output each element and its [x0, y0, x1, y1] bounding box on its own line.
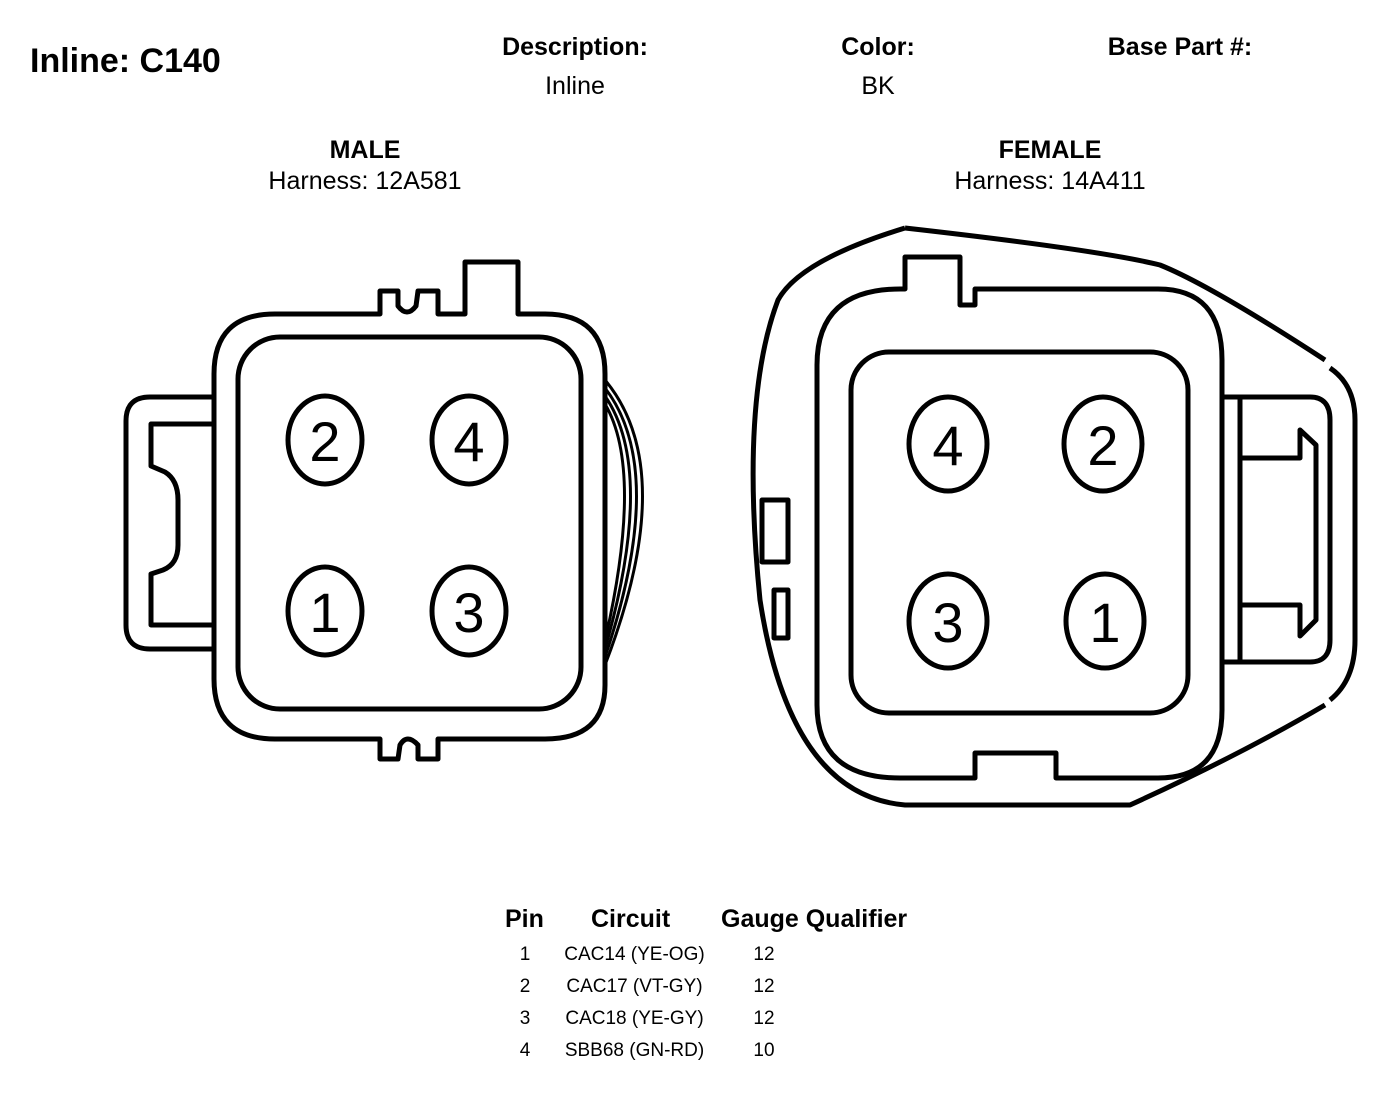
female-pin-1-label: 1: [1089, 591, 1120, 654]
color-value: BK: [861, 72, 895, 100]
table-header-circuit: Circuit: [591, 905, 671, 933]
table-cell-gauge: 12: [753, 944, 775, 965]
table-cell-gauge: 12: [753, 1008, 775, 1029]
male-pin-1: [285, 564, 365, 658]
female-pin-4-label: 4: [932, 414, 963, 477]
base-part-label: Base Part #:: [1107, 33, 1253, 61]
male-harness: Harness: 12A581: [268, 167, 462, 195]
table-cell-pin: 4: [519, 1040, 531, 1061]
male-pin-3: [429, 564, 509, 658]
description-label: Description:: [502, 33, 648, 61]
male-pin-2-label: 2: [309, 410, 340, 473]
male-pin-4-label: 4: [453, 410, 484, 473]
female-pin-4: [906, 394, 990, 494]
female-pin-1: [1063, 571, 1147, 671]
male-label: MALE: [329, 136, 401, 164]
table-cell-pin: 3: [519, 1008, 531, 1029]
table-cell-circuit: CAC18 (YE-GY): [565, 1008, 704, 1029]
table-cell-pin: 2: [519, 976, 531, 997]
female-pin-3: [906, 571, 990, 671]
table-header-gauge-qualifier: Gauge Qualifier: [721, 905, 908, 933]
female-pin-2: [1061, 394, 1145, 494]
pin-table: 1 CAC14 (YE-OG) 12 2 CAC17 (VT-GY) 12 3 …: [500, 944, 800, 1072]
table-row: 3 CAC18 (YE-GY) 12: [500, 1008, 800, 1040]
table-cell-circuit: CAC14 (YE-OG): [564, 944, 705, 965]
table-cell-circuit: SBB68 (GN-RD): [564, 1040, 705, 1061]
connector-title: Inline: C140: [30, 42, 221, 80]
female-connector-body: [750, 225, 1358, 808]
male-pin-3-label: 3: [453, 581, 484, 644]
male-pin-2: [285, 393, 365, 487]
table-row: 2 CAC17 (VT-GY) 12: [500, 976, 800, 1008]
table-cell-circuit: CAC17 (VT-GY): [566, 976, 703, 997]
table-cell-gauge: 12: [753, 976, 775, 997]
female-label: FEMALE: [998, 136, 1102, 164]
table-cell-pin: 1: [519, 944, 531, 965]
male-pin-4: [429, 393, 509, 487]
female-harness: Harness: 14A411: [954, 167, 1146, 195]
female-pin-2-label: 2: [1087, 414, 1118, 477]
male-connector-body: [123, 259, 644, 762]
female-pin-3-label: 3: [932, 591, 963, 654]
table-cell-gauge: 10: [753, 1040, 775, 1061]
table-row: 4 SBB68 (GN-RD) 10: [500, 1040, 800, 1072]
table-header-pin: Pin: [505, 905, 544, 933]
description-value: Inline: [545, 72, 605, 100]
table-row: 1 CAC14 (YE-OG) 12: [500, 944, 800, 976]
male-pin-1-label: 1: [309, 581, 340, 644]
color-label: Color:: [841, 33, 915, 61]
